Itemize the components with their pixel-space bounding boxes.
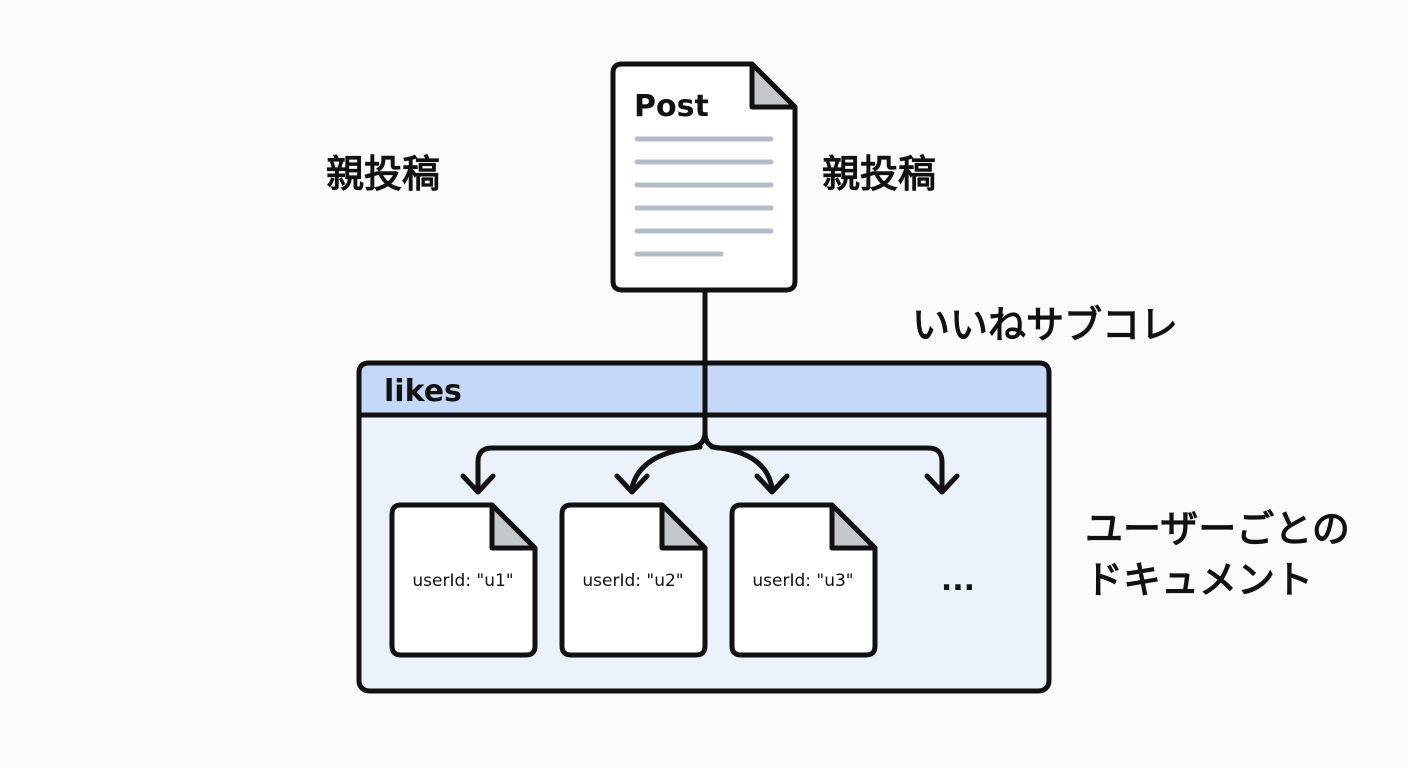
per-user-document-label-line2: ドキュメント bbox=[1085, 558, 1314, 602]
likes-subcollection-label: いいねサブコレ bbox=[912, 303, 1179, 347]
post-document-title: Post bbox=[634, 89, 709, 124]
arrowhead-more bbox=[924, 473, 960, 495]
arrowhead-u3 bbox=[754, 473, 790, 495]
more-documents-ellipsis: ... bbox=[941, 563, 975, 598]
child-document-fold bbox=[829, 502, 878, 551]
branch-line-more bbox=[702, 429, 945, 493]
arrowhead-u1 bbox=[460, 473, 496, 495]
child-document-u2: userId: "u2" bbox=[559, 502, 708, 658]
child-document-text: userId: "u1" bbox=[412, 571, 513, 591]
per-user-document-label-line1: ユーザーごとの bbox=[1085, 507, 1350, 551]
parent-post-label-left: 親投稿 bbox=[326, 152, 441, 196]
child-document-u1: userId: "u1" bbox=[389, 502, 538, 658]
child-document-fold bbox=[489, 502, 538, 551]
arrowhead-u2 bbox=[614, 473, 650, 495]
child-document-text: userId: "u3" bbox=[752, 571, 853, 591]
branch-line-u2 bbox=[629, 444, 703, 491]
parent-post-label-right: 親投稿 bbox=[822, 152, 937, 196]
post-document-text-lines bbox=[634, 136, 774, 257]
collection-title: likes bbox=[384, 374, 462, 409]
child-document-fold bbox=[659, 502, 708, 551]
child-document-u3: userId: "u3" bbox=[729, 502, 878, 658]
post-document: Post bbox=[610, 61, 798, 293]
branch-line-u1 bbox=[475, 445, 693, 493]
child-document-text: userId: "u2" bbox=[582, 571, 683, 591]
post-document-fold bbox=[749, 61, 798, 110]
connector-tree bbox=[460, 287, 960, 495]
